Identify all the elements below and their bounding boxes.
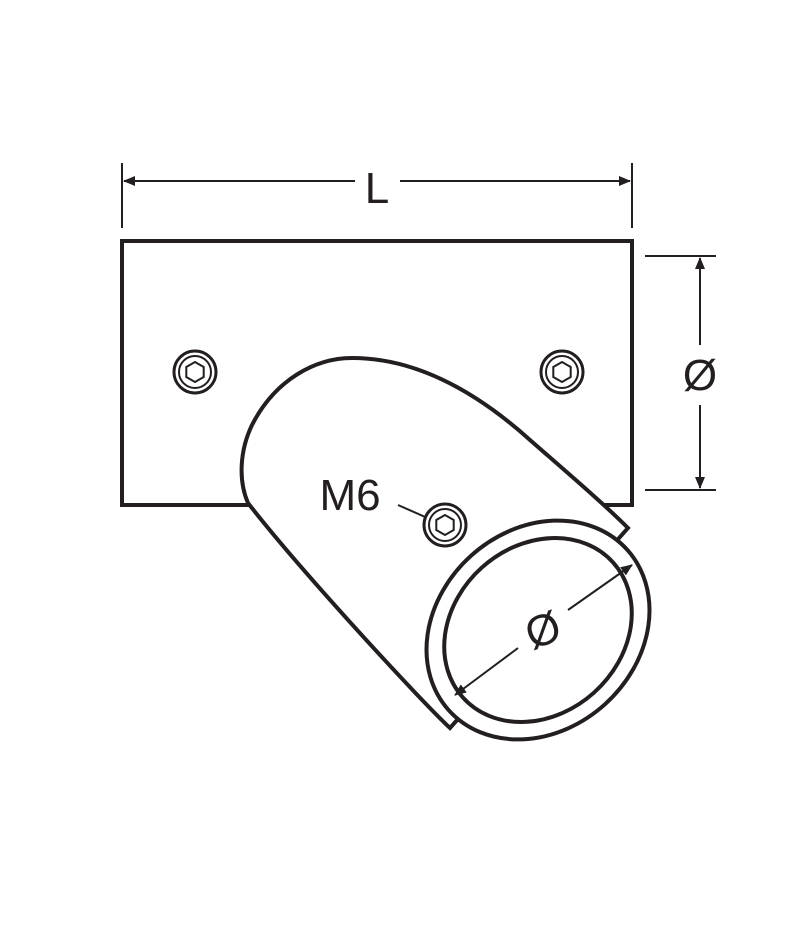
tube-opening-inner	[442, 535, 634, 725]
base-diameter-dimension	[645, 255, 716, 491]
length-label: L	[365, 164, 389, 213]
hex-socket-screw-left	[172, 349, 218, 395]
screw-label: M6	[319, 471, 380, 520]
tube-opening-outer	[424, 518, 652, 742]
hex-socket-screw-tube	[422, 502, 468, 548]
base-diameter-label: Ø	[683, 351, 717, 400]
length-dimension	[121, 163, 633, 228]
hex-socket-screw-right	[539, 349, 585, 395]
tube-diameter-dimension	[454, 564, 633, 696]
